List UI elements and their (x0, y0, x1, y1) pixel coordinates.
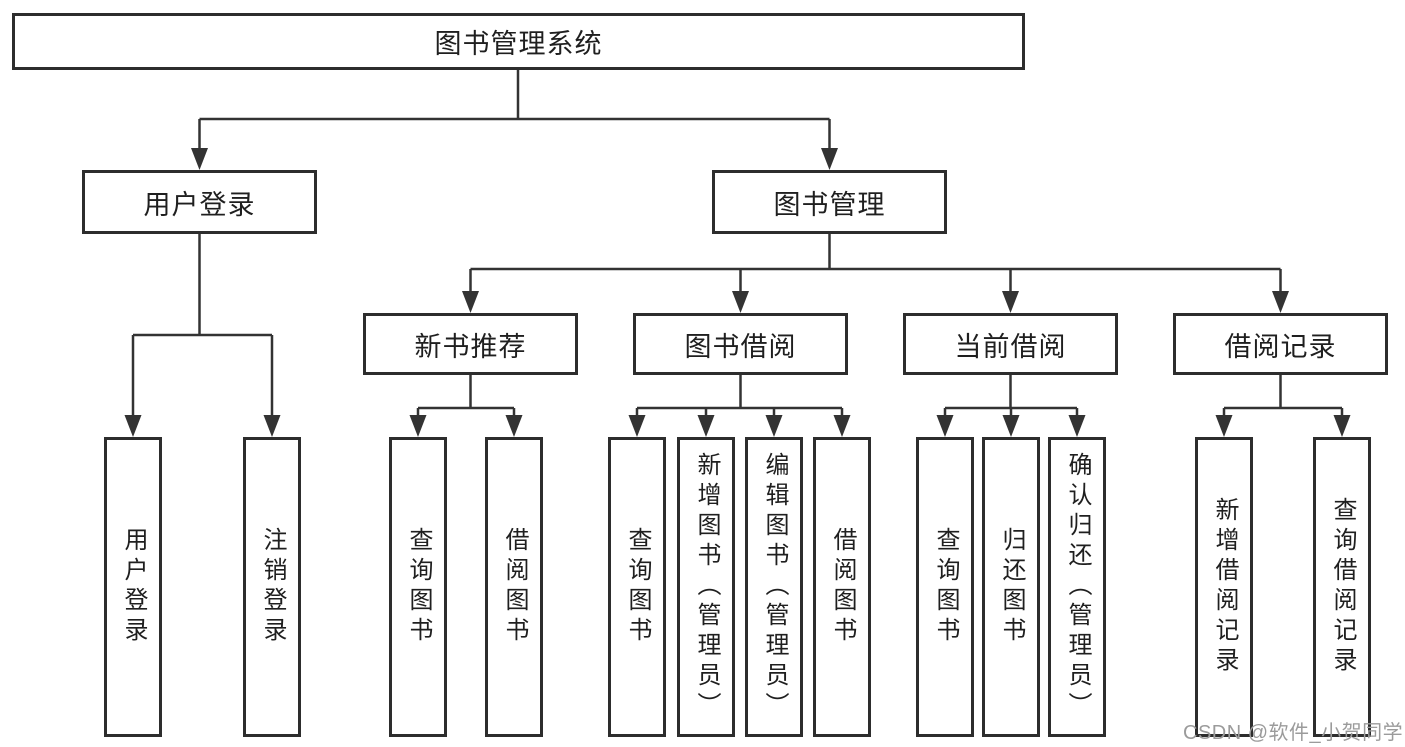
node-label: 用户登录 (143, 189, 256, 220)
leaf-add-books-admin: 新增图书（管理员） (677, 437, 735, 737)
leaf-label: 查询图书 (624, 527, 651, 647)
leaf-query-books-borrow: 查询图书 (608, 437, 666, 737)
node-label: 图书管理 (773, 189, 886, 220)
leaf-query-borrow-record: 查询借阅记录 (1313, 437, 1371, 737)
leaf-user-login: 用户登录 (104, 437, 162, 737)
node-borrow-records: 借阅记录 (1173, 313, 1388, 375)
leaf-edit-books-admin: 编辑图书（管理员） (745, 437, 803, 737)
leaf-borrow-books-newbook: 借阅图书 (485, 437, 543, 737)
arrowheads (124, 148, 1351, 437)
leaf-label: 新增借阅记录 (1211, 497, 1238, 677)
node-label: 借阅记录 (1224, 331, 1337, 362)
leaf-label: 查询图书 (932, 527, 959, 647)
node-label: 图书借阅 (684, 331, 797, 362)
leaf-label: 查询借阅记录 (1329, 497, 1356, 677)
node-root-library-management-system: 图书管理系统 (12, 13, 1025, 70)
leaf-label: 查询图书 (405, 527, 432, 647)
leaf-add-borrow-record: 新增借阅记录 (1195, 437, 1253, 737)
leaf-label: 注销登录 (259, 527, 286, 647)
leaf-logout: 注销登录 (243, 437, 301, 737)
node-current-borrow: 当前借阅 (903, 313, 1118, 375)
leaf-query-books-newbook: 查询图书 (389, 437, 447, 737)
leaf-borrow-books-borrow: 借阅图书 (813, 437, 871, 737)
node-book-management: 图书管理 (712, 170, 947, 234)
leaf-label: 归还图书 (998, 527, 1025, 647)
leaf-label: 借阅图书 (829, 527, 856, 647)
leaf-label: 新增图书（管理员） (693, 452, 720, 722)
leaf-return-books: 归还图书 (982, 437, 1040, 737)
node-label: 新书推荐 (414, 331, 527, 362)
node-book-borrow: 图书借阅 (633, 313, 848, 375)
leaf-label: 用户登录 (120, 527, 147, 647)
node-user-login: 用户登录 (82, 170, 317, 234)
node-new-book-recommend: 新书推荐 (363, 313, 578, 375)
leaf-label: 确认归还（管理员） (1064, 452, 1091, 722)
leaf-confirm-return-admin: 确认归还（管理员） (1048, 437, 1106, 737)
leaf-label: 借阅图书 (501, 527, 528, 647)
leaf-query-books-current: 查询图书 (916, 437, 974, 737)
leaf-label: 编辑图书（管理员） (761, 452, 788, 722)
node-label: 当前借阅 (954, 331, 1067, 362)
node-label: 图书管理系统 (434, 29, 603, 59)
csdn-watermark: CSDN @软件_小贺同学 (1183, 722, 1404, 744)
